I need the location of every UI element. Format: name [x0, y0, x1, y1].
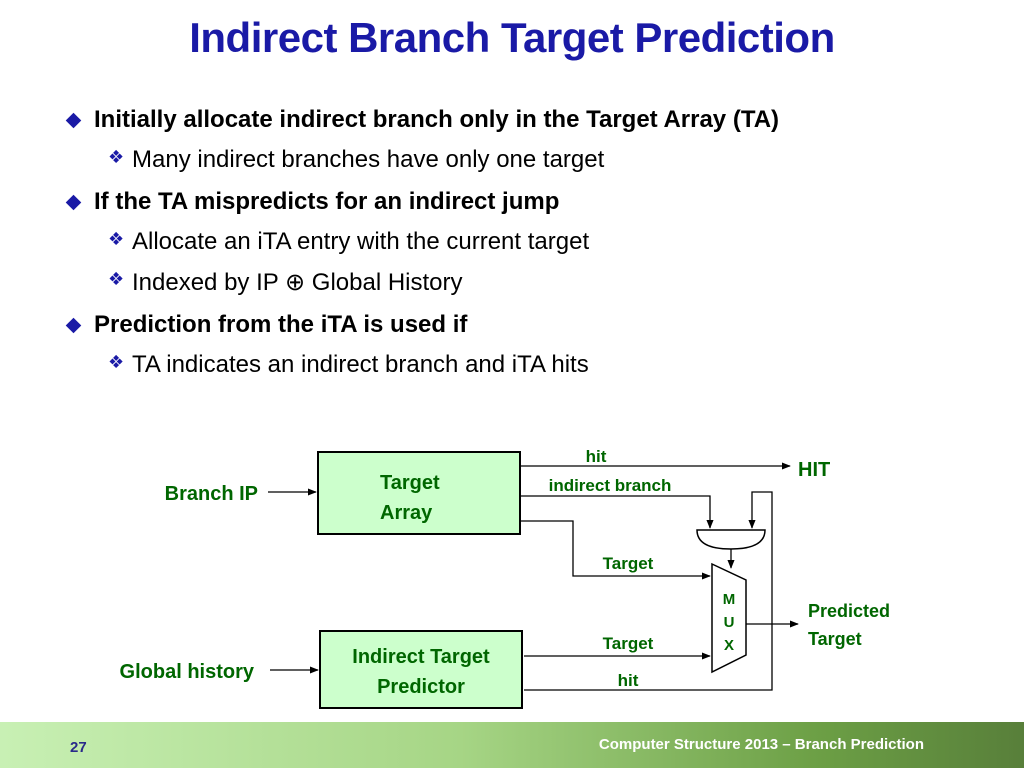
slide-footer: 27 Computer Structure 2013 – Branch Pred… [0, 722, 1024, 768]
global-history-label: Global history [120, 661, 255, 683]
bullet-2: If the TA mispredicts for an indirect ju… [62, 188, 1002, 216]
hit-bottom-label: hit [618, 671, 639, 690]
hit-top-label: hit [586, 447, 607, 466]
bullet-list: Initially allocate indirect branch only … [62, 106, 1002, 379]
hit-output-label: HIT [798, 459, 830, 481]
bullet-1-sub-1-text: Many indirect branches have only one tar… [132, 146, 605, 173]
bullet-1-text: Initially allocate indirect branch only … [94, 106, 780, 133]
bullet-1: Initially allocate indirect branch only … [62, 106, 1002, 134]
bullet-3-sub-1: ❖ TA indicates an indirect branch and iT… [62, 351, 1002, 379]
star-bullet-icon: ❖ [108, 352, 125, 373]
predicted-target-label-2: Target [808, 629, 862, 649]
bullet-2-sub-2: ❖ Indexed by IP ⊕ Global History [62, 268, 1002, 297]
ita-hit-wire [524, 491, 773, 691]
ta-target-label: Target [603, 554, 654, 573]
bullet-2-sub-1-text: Allocate an iTA entry with the current t… [132, 228, 590, 255]
and-gate [696, 529, 766, 550]
star-bullet-icon: ❖ [108, 147, 125, 168]
ta-target-wire [520, 520, 711, 580]
bullet-2-sub-1: ❖ Allocate an iTA entry with the current… [62, 228, 1002, 256]
footer-caption: Computer Structure 2013 – Branch Predict… [598, 736, 924, 753]
target-array-label-1: Target [380, 472, 440, 494]
target-array-label-2: Array [380, 502, 433, 524]
bullet-3-sub-1-text: TA indicates an indirect branch and iTA … [132, 351, 589, 378]
itp-label-1: Indirect Target [352, 646, 490, 668]
bullet-1-sub-1: ❖ Many indirect branches have only one t… [62, 146, 1002, 174]
page-number: 27 [70, 739, 87, 756]
ita-target-label: Target [603, 634, 654, 653]
bullet-3-text: Prediction from the iTA is used if [94, 311, 468, 338]
star-bullet-icon: ❖ [108, 269, 125, 290]
branch-ip-label: Branch IP [165, 483, 258, 505]
indirect-branch-wire [520, 495, 714, 529]
mux-label-u: U [724, 614, 735, 631]
mux-shape [711, 562, 747, 674]
bullet-2-sub-2-text: Indexed by IP ⊕ Global History [132, 269, 463, 296]
predictor-diagram: Branch IP Global history Target Array In… [120, 447, 890, 709]
itp-label-2: Predictor [377, 676, 465, 698]
star-bullet-icon: ❖ [108, 229, 125, 250]
bullet-2-text: If the TA mispredicts for an indirect ju… [94, 188, 560, 215]
mux-label-m: M [723, 591, 736, 608]
target-array-box [317, 451, 521, 535]
mux-label-x: X [724, 637, 734, 654]
indirect-branch-label: indirect branch [549, 476, 672, 495]
predicted-target-label-1: Predicted [808, 601, 890, 621]
slide-title: Indirect Branch Target Prediction [189, 14, 835, 61]
bullet-3: Prediction from the iTA is used if [62, 311, 1002, 339]
indirect-target-predictor-box [319, 630, 523, 709]
